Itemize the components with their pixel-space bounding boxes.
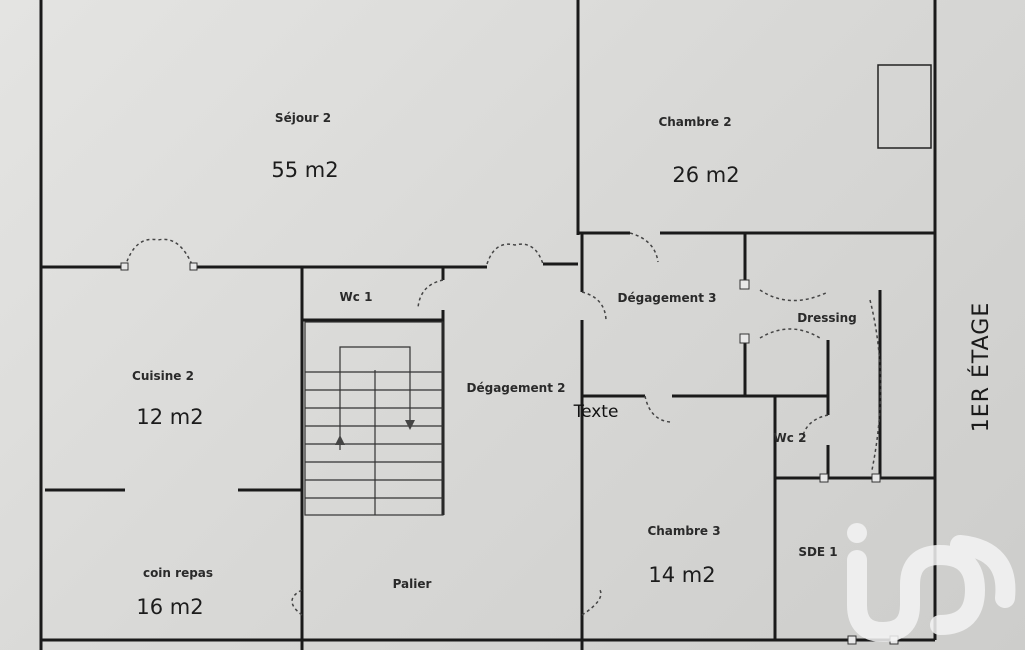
iad-logo-watermark	[847, 523, 1016, 643]
room-name-sde-1: SDE 1	[798, 545, 837, 559]
room-name-degagement-3: Dégagement 3	[618, 291, 717, 305]
room-name-wc-1: Wc 1	[340, 290, 373, 304]
arrow-down-icon	[405, 420, 415, 430]
room-area-chambre-3: 14 m2	[648, 563, 715, 587]
room-name-cuisine-2: Cuisine 2	[132, 369, 194, 383]
room-name-dressing: Dressing	[797, 311, 857, 325]
room-name-palier: Palier	[393, 577, 432, 591]
floor-label: 1ER ÉTAGE	[968, 302, 994, 432]
room-name-wc-2: Wc 2	[774, 431, 807, 445]
fireplace	[877, 64, 932, 149]
room-area-coin-repas: 16 m2	[136, 595, 203, 619]
room-area-cuisine-2: 12 m2	[136, 405, 203, 429]
room-area-chambre-2: 26 m2	[672, 163, 739, 187]
room-labels: Séjour 2 55 m2 Chambre 2 26 m2 Wc 1 Déga…	[132, 111, 994, 619]
staircase	[304, 321, 444, 516]
room-name-sejour-2: Séjour 2	[275, 111, 331, 125]
room-name-degagement-2: Dégagement 2	[467, 381, 566, 395]
arrow-up-icon	[335, 435, 345, 445]
room-name-chambre-3: Chambre 3	[647, 524, 720, 538]
room-area-sejour-2: 55 m2	[271, 158, 338, 182]
annotation-texte: Texte	[573, 402, 619, 422]
doors	[120, 232, 899, 645]
room-name-chambre-2: Chambre 2	[658, 115, 731, 129]
room-name-coin-repas: coin repas	[143, 566, 213, 580]
